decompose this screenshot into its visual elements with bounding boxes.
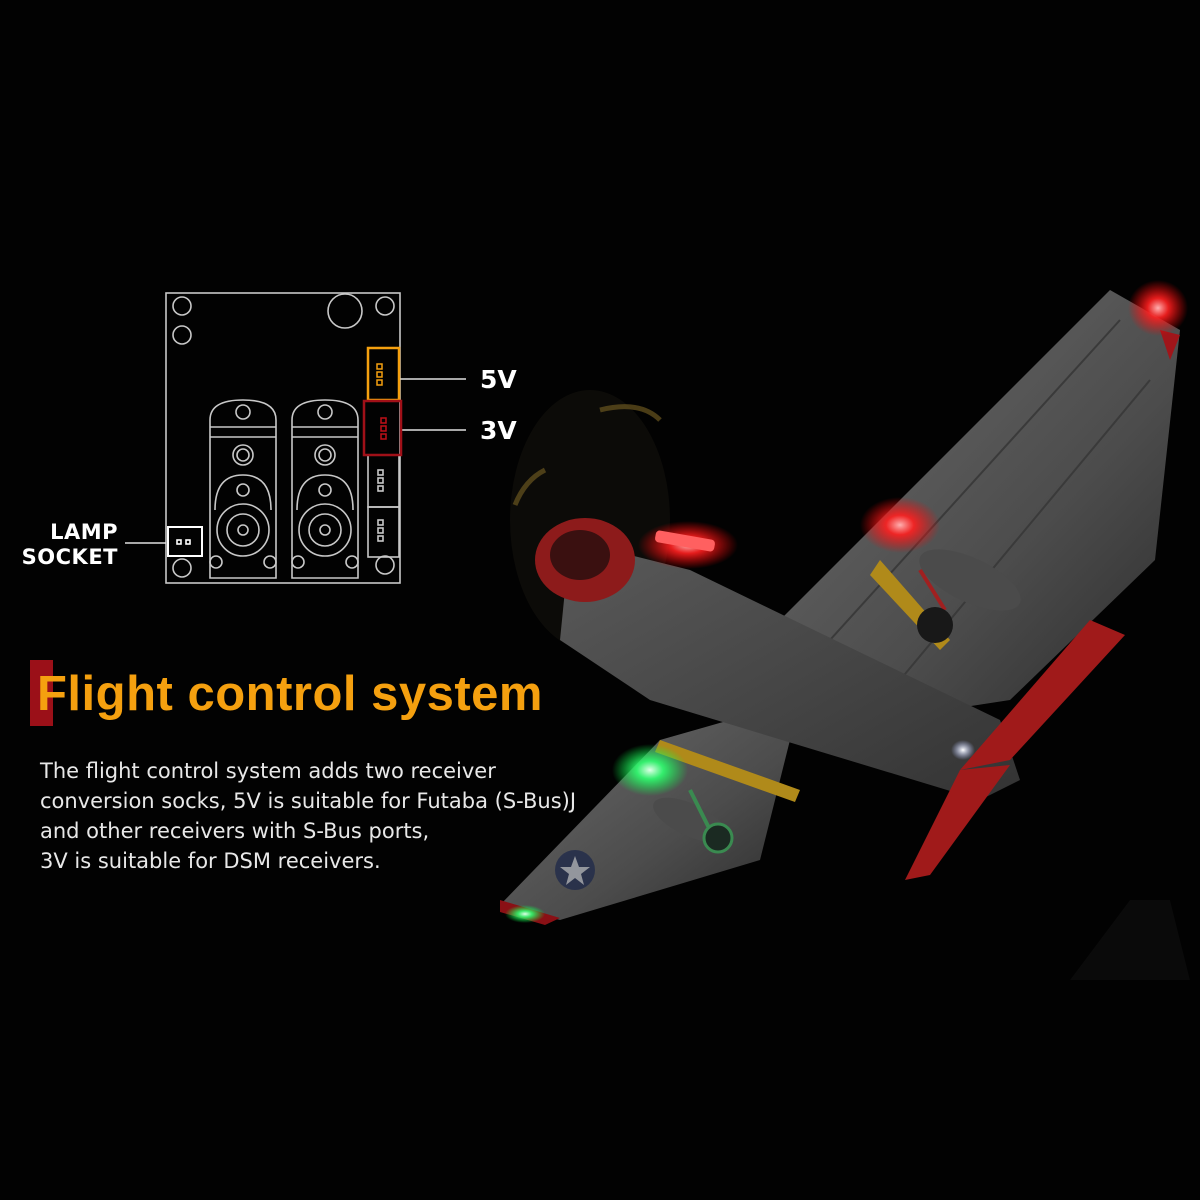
- tail-stabilizer: [960, 620, 1125, 770]
- light-cone: [1070, 900, 1190, 980]
- green-light-wing: [612, 744, 688, 796]
- fuselage: [560, 540, 1020, 800]
- right-wing: [780, 290, 1180, 720]
- description-line: 3V is suitable for DSM receivers.: [40, 849, 381, 873]
- description-line: conversion socks, 5V is suitable for Fut…: [40, 789, 577, 813]
- red-light-wing: [860, 497, 940, 553]
- lamp-socket-label-line1: LAMP: [50, 520, 118, 544]
- title-accent-bar: [30, 660, 53, 726]
- red-light-wingtip: [1128, 280, 1188, 336]
- description-line: and other receivers with S-Bus ports,: [40, 819, 430, 843]
- white-light-tail: [951, 740, 975, 760]
- page-title: Flight control system: [37, 667, 544, 721]
- green-light-wingtip: [505, 905, 545, 923]
- description: The flight control system adds two recei…: [40, 756, 600, 876]
- label-3v: 3V: [480, 416, 517, 445]
- lamp-socket-label: LAMP SOCKET: [16, 520, 118, 570]
- lamp-socket-label-line2: SOCKET: [21, 545, 118, 569]
- label-5v: 5V: [480, 365, 517, 394]
- description-line: The flight control system adds two recei…: [40, 759, 496, 783]
